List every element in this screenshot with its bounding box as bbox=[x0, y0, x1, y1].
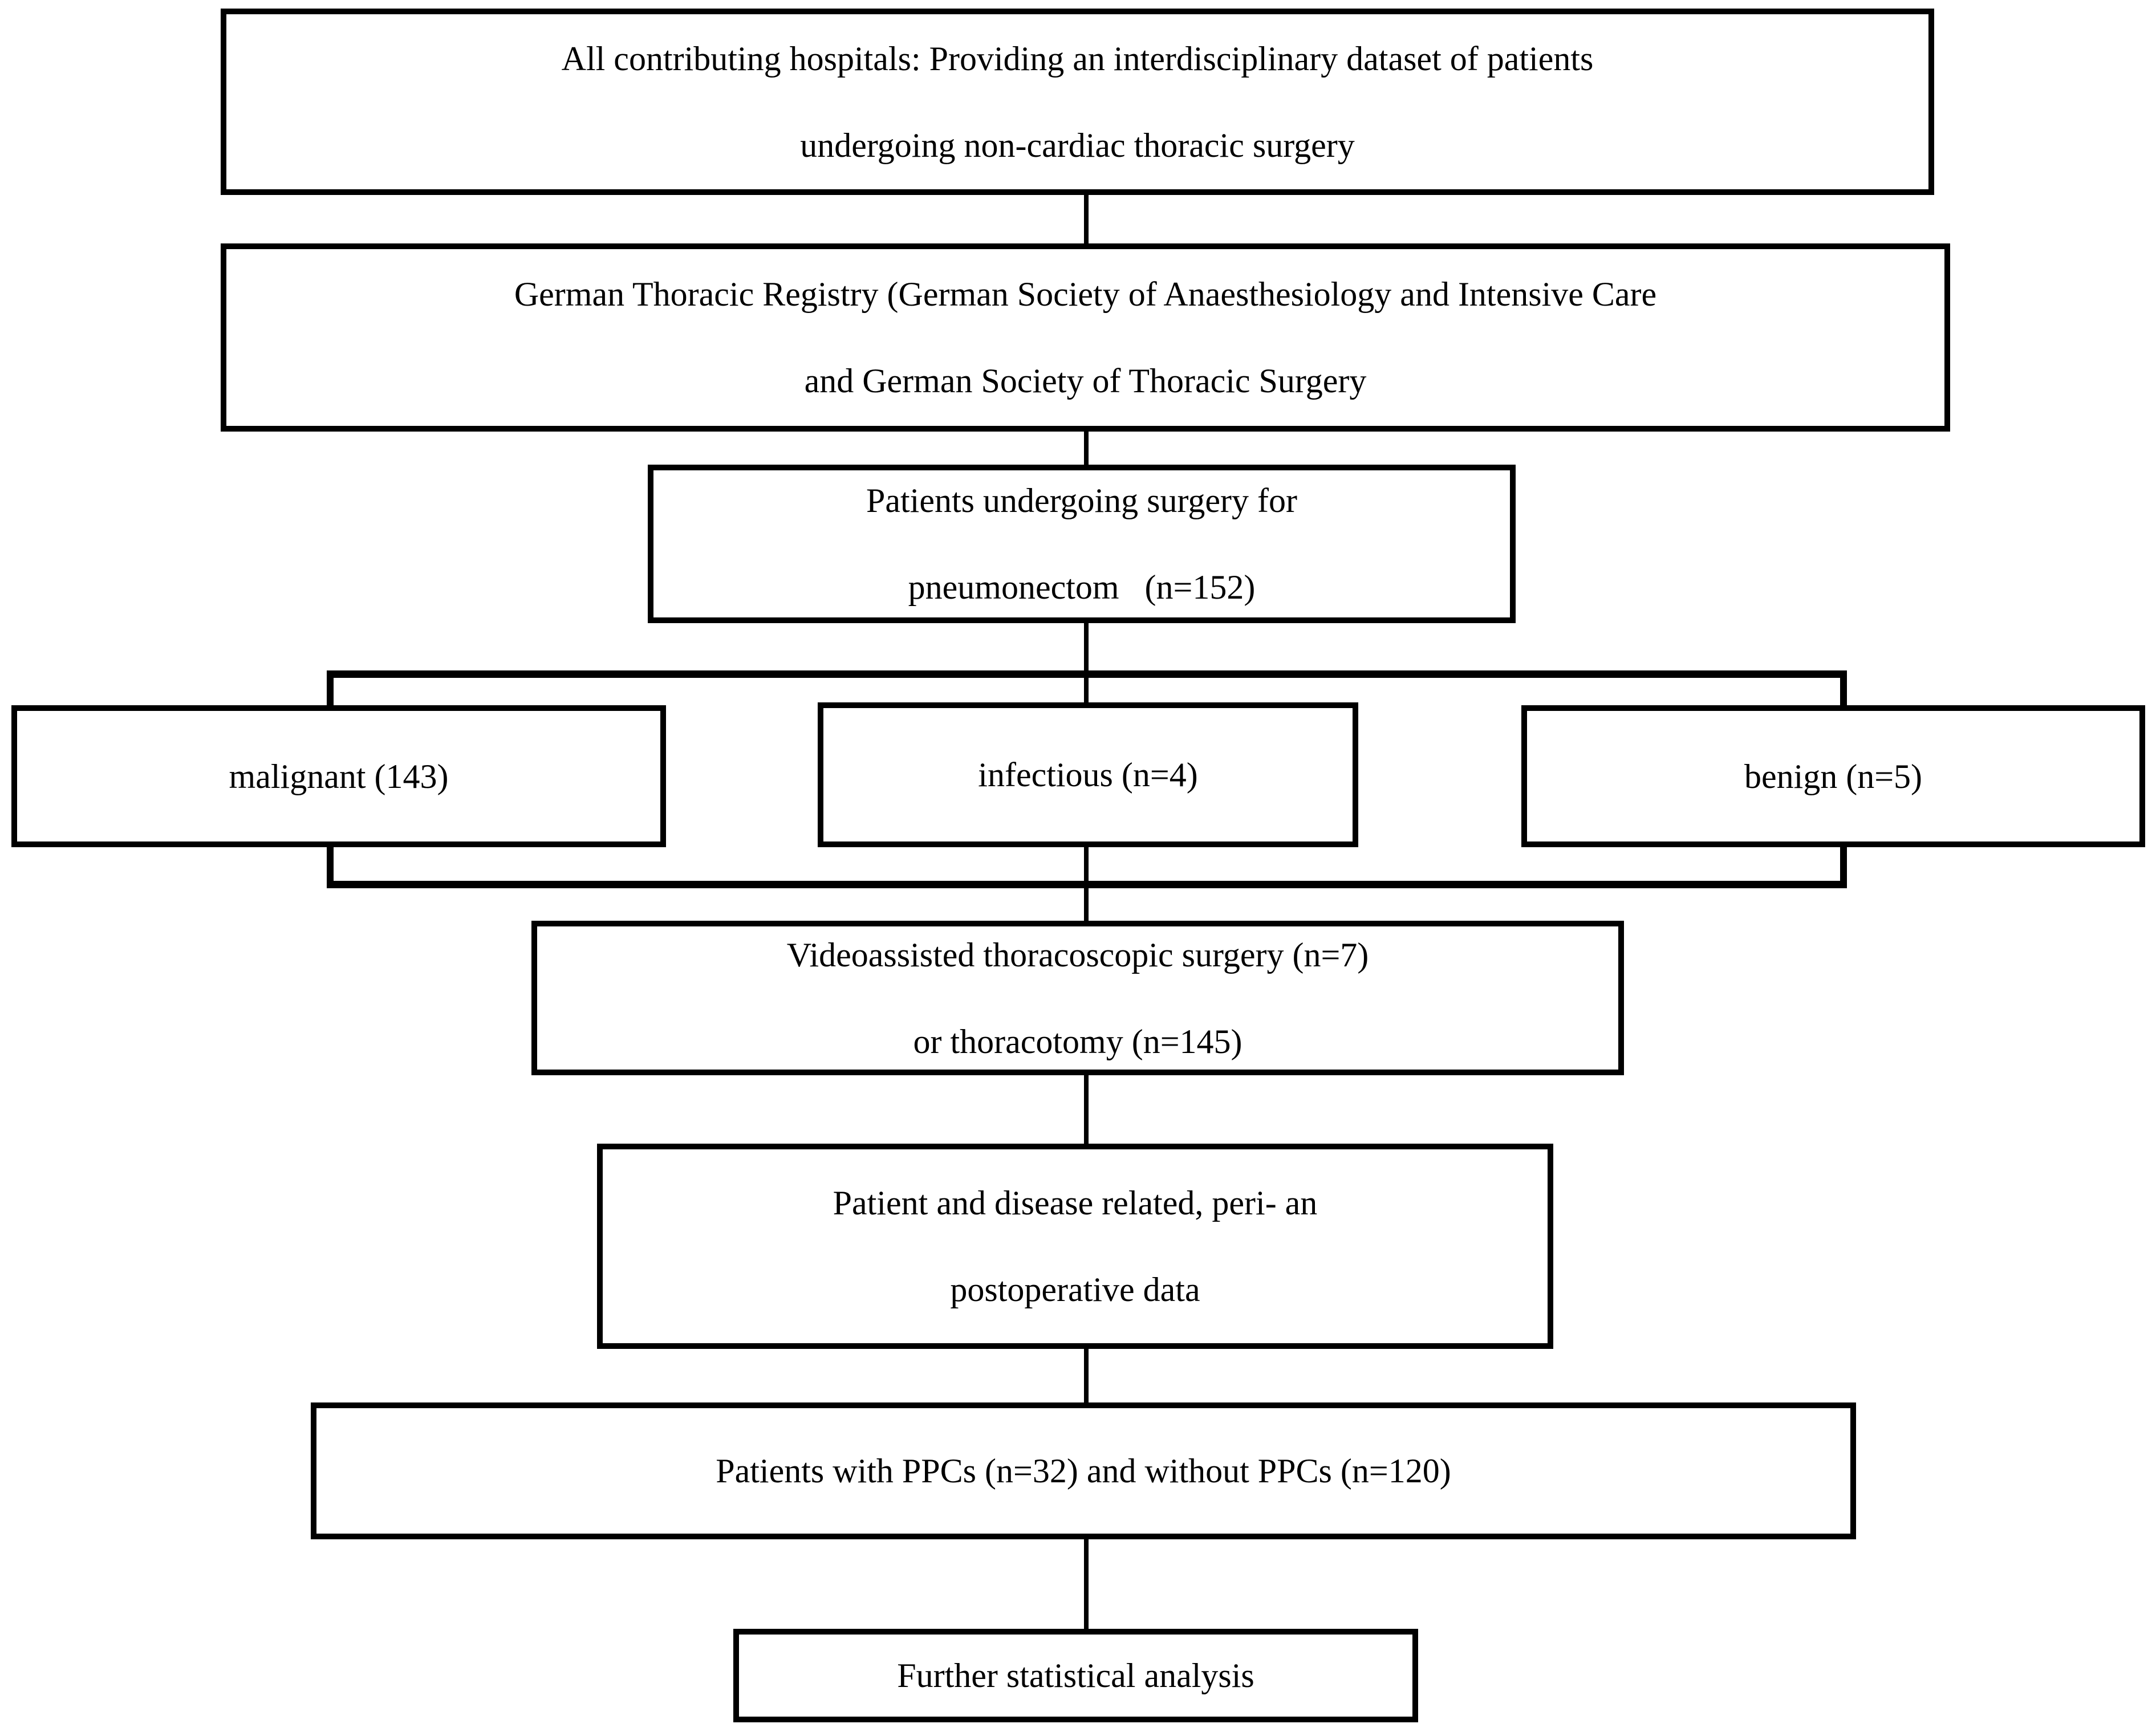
node-pneumonectomy-surgery: Patients undergoing surgery for pneumone… bbox=[648, 465, 1516, 623]
connector-stub-benign-bottom bbox=[1840, 846, 1847, 888]
node-statistical-analysis: Further statistical analysis bbox=[733, 1629, 1418, 1722]
node-perioperative-data: Patient and disease related, peri- an po… bbox=[597, 1144, 1553, 1349]
connector-merge-bar-bottom bbox=[330, 881, 1847, 888]
connector-pneumonectomy-split bbox=[1084, 621, 1089, 705]
node-text-line: infectious (n=4) bbox=[978, 756, 1198, 794]
connector-stub-benign-top bbox=[1840, 670, 1847, 706]
connector-stub-malignant-bottom bbox=[327, 846, 334, 888]
node-text-line: Patient and disease related, peri- an bbox=[833, 1184, 1318, 1222]
connector-ppcs-analysis bbox=[1084, 1538, 1089, 1630]
node-registry: German Thoracic Registry (German Society… bbox=[221, 243, 1950, 432]
node-text-line: Patients undergoing surgery for bbox=[866, 482, 1297, 519]
node-text-line: pneumonectom (n=152) bbox=[908, 568, 1256, 606]
connector-stub-malignant-top bbox=[327, 670, 334, 706]
node-text-line: German Thoracic Registry (German Society… bbox=[514, 275, 1657, 313]
node-text-line: undergoing non-cardiac thoracic surgery bbox=[800, 126, 1355, 164]
connector-registry-pneumonectomy bbox=[1084, 430, 1089, 466]
connector-hospitals-registry bbox=[1084, 194, 1089, 245]
connector-split-bar-top bbox=[330, 670, 1847, 678]
node-text-line: postoperative data bbox=[950, 1271, 1200, 1308]
node-text-line: Further statistical analysis bbox=[897, 1657, 1254, 1694]
node-text-line: malignant (143) bbox=[229, 757, 449, 795]
node-text-line: or thoracotomy (n=145) bbox=[913, 1022, 1243, 1060]
node-infectious: infectious (n=4) bbox=[818, 702, 1358, 847]
node-text-line: All contributing hospitals: Providing an… bbox=[561, 39, 1594, 78]
connector-vats-perioperative bbox=[1084, 1074, 1089, 1145]
node-ppcs: Patients with PPCs (n=32) and without PP… bbox=[311, 1402, 1856, 1539]
connector-perioperative-ppcs bbox=[1084, 1348, 1089, 1404]
node-hospitals: All contributing hospitals: Providing an… bbox=[221, 9, 1934, 195]
node-vats-thoracotomy: Videoassisted thoracoscopic surgery (n=7… bbox=[531, 921, 1624, 1075]
node-text-line: Patients with PPCs (n=32) and without PP… bbox=[716, 1452, 1451, 1490]
node-text-line: benign (n=5) bbox=[1744, 757, 1923, 795]
node-text-line: and German Society of Thoracic Surgery bbox=[804, 362, 1367, 400]
node-malignant: malignant (143) bbox=[11, 705, 666, 847]
node-benign: benign (n=5) bbox=[1521, 705, 2145, 847]
connector-infectious-vats bbox=[1084, 846, 1089, 922]
node-text-line: Videoassisted thoracoscopic surgery (n=7… bbox=[786, 936, 1369, 974]
